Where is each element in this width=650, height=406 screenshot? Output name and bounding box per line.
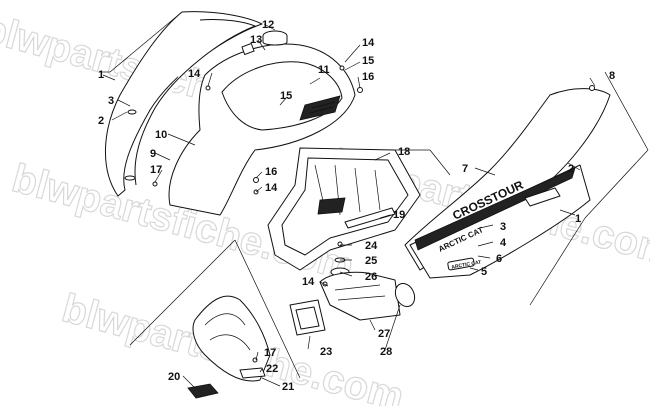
frame-right-edge	[584, 149, 649, 219]
hood-vent	[299, 95, 341, 121]
callout-4[interactable]: 4	[500, 237, 507, 249]
left-panel-grommet	[127, 109, 137, 115]
fastener-14b	[339, 65, 345, 71]
callout-18[interactable]: 18	[398, 146, 410, 158]
frame-bin-side	[429, 149, 451, 176]
storage-bin[interactable]	[267, 147, 421, 271]
fastener-16b	[253, 177, 259, 183]
screw	[337, 241, 343, 247]
fastener-17a	[152, 181, 158, 187]
duct-body	[319, 271, 401, 321]
callout-25[interactable]: 25	[365, 255, 377, 267]
seal-inner	[295, 306, 320, 330]
callout-2-left[interactable]: 2	[98, 115, 104, 127]
square-seal[interactable]	[289, 299, 326, 336]
fastener-8	[589, 85, 595, 91]
decal-badge	[447, 257, 475, 271]
duct-lines	[334, 284, 386, 301]
callout-1-left[interactable]: 1	[98, 69, 104, 81]
callout-9[interactable]: 9	[150, 148, 156, 160]
callout-19[interactable]: 19	[393, 209, 405, 221]
bracket[interactable]	[187, 383, 219, 399]
callout-23[interactable]: 23	[320, 346, 332, 358]
frame-right-top	[604, 71, 649, 151]
group-frames	[100, 11, 649, 379]
leader-lines	[102, 23, 596, 389]
callout-24[interactable]: 24	[365, 240, 378, 252]
left-panel-inner-edge	[134, 19, 256, 186]
left-panel-outer	[104, 11, 263, 197]
frame-lower-left	[129, 239, 236, 346]
frame-right-bottom	[529, 217, 586, 306]
callout-16-top[interactable]: 16	[362, 71, 374, 83]
callout-5[interactable]: 5	[481, 266, 487, 278]
air-duct[interactable]	[319, 271, 401, 321]
left-panel-clip	[124, 175, 136, 181]
callout-15-top[interactable]: 15	[362, 55, 374, 67]
callout-2-right[interactable]: 2	[568, 163, 574, 175]
right-side-panel[interactable]: CROSSTOUR ARCTIC CAT ARCTIC CAT	[404, 88, 611, 279]
right-panel-insert	[524, 187, 561, 207]
callout-16-mid[interactable]: 16	[265, 166, 277, 178]
fastener-14a	[205, 85, 211, 91]
callout-15-mid[interactable]: 15	[280, 90, 292, 102]
callout-6[interactable]: 6	[496, 253, 502, 265]
callout-28[interactable]: 28	[380, 346, 392, 358]
hood-clip	[241, 43, 255, 55]
bin-strip[interactable]	[344, 207, 396, 229]
decal-stripe	[414, 167, 576, 251]
callout-11[interactable]: 11	[318, 64, 330, 76]
callout-14-top[interactable]: 14	[362, 37, 375, 49]
callout-10[interactable]: 10	[155, 129, 167, 141]
callout-17-left[interactable]: 17	[150, 164, 162, 176]
callout-14-left[interactable]: 14	[188, 68, 201, 80]
left-side-panel[interactable]	[104, 11, 263, 197]
callout-labels: 1 3 2 12 13 14 15 16 11 14 15 10 9 17 16…	[98, 19, 615, 393]
cap[interactable]	[262, 30, 288, 46]
callout-13[interactable]: 13	[250, 34, 262, 46]
lower-panel-body	[192, 295, 271, 382]
callout-12[interactable]: 12	[262, 19, 274, 31]
callout-7[interactable]: 7	[462, 163, 468, 175]
callout-3-right[interactable]: 3	[500, 221, 506, 233]
bin-ribs	[314, 164, 381, 216]
lower-front-panel[interactable]	[192, 295, 271, 382]
frame-left-top	[109, 11, 183, 73]
front-hood[interactable]	[168, 43, 356, 216]
callout-27[interactable]: 27	[378, 328, 390, 340]
decal-small: ARCTIC CAT	[451, 260, 482, 271]
callout-20[interactable]: 20	[168, 371, 180, 383]
callout-26[interactable]: 26	[365, 271, 377, 283]
callout-22[interactable]: 22	[266, 363, 278, 375]
frame-lower-right	[234, 239, 301, 379]
callout-21[interactable]: 21	[282, 381, 294, 393]
callout-1-right[interactable]: 1	[575, 213, 581, 225]
callout-14-mid[interactable]: 14	[265, 182, 278, 194]
callout-14-low[interactable]: 14	[302, 276, 315, 288]
callout-17-low[interactable]: 17	[264, 347, 276, 359]
lower-panel-tab	[239, 367, 266, 379]
fastener-16a	[357, 87, 363, 93]
callout-3-left[interactable]: 3	[108, 95, 114, 107]
lower-panel-lines	[204, 313, 251, 351]
hood-vent-slats	[309, 101, 336, 114]
bin-dark-panel	[317, 197, 346, 215]
ring-clamp[interactable]	[392, 280, 418, 309]
cap-body	[262, 36, 288, 46]
callout-8[interactable]: 8	[609, 70, 615, 82]
